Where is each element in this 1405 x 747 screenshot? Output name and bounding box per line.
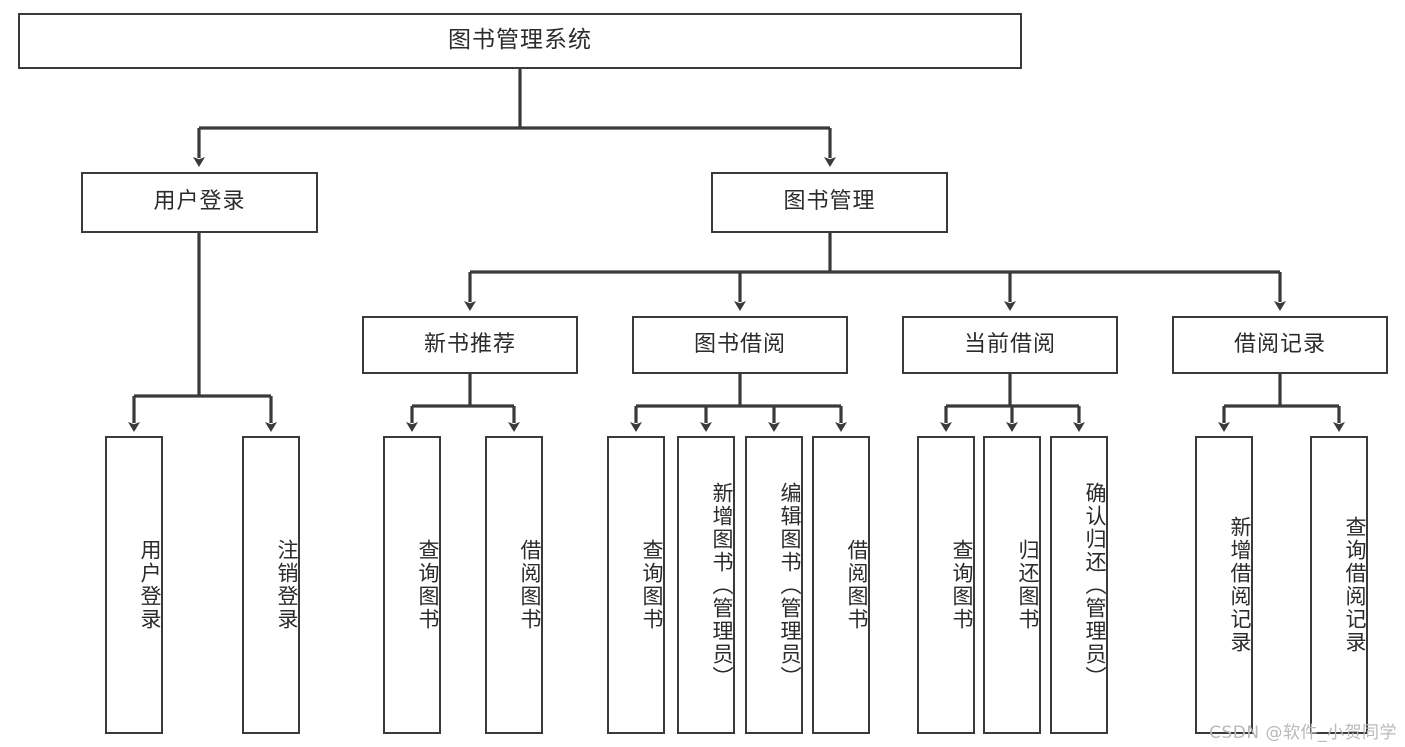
node-label: 归还图书 bbox=[1016, 539, 1040, 631]
node-new-book-recommend[interactable]: 新书推荐 bbox=[362, 316, 578, 374]
leaf-user-login[interactable]: 用户登录 bbox=[105, 436, 163, 734]
leaf-newbook-borrow-book[interactable]: 借阅图书 bbox=[485, 436, 543, 734]
leaf-record-add[interactable]: 新增借阅记录 bbox=[1195, 436, 1253, 734]
node-label: 注销登录 bbox=[275, 539, 299, 631]
node-label: 查询图书 bbox=[950, 539, 974, 631]
watermark: CSDN @软件_小贺同学 bbox=[1209, 723, 1397, 743]
leaf-current-query-book[interactable]: 查询图书 bbox=[917, 436, 975, 734]
node-label: 编辑图书（管理员） bbox=[778, 481, 802, 689]
leaf-current-return-book[interactable]: 归还图书 bbox=[983, 436, 1041, 734]
node-label: 图书借阅 bbox=[693, 331, 786, 357]
node-label: 当前借阅 bbox=[963, 331, 1056, 357]
node-label: 用户登录 bbox=[153, 189, 246, 215]
leaf-logout[interactable]: 注销登录 bbox=[242, 436, 300, 734]
leaf-record-query[interactable]: 查询借阅记录 bbox=[1310, 436, 1368, 734]
node-label: 新书推荐 bbox=[423, 331, 516, 357]
node-borrow-record[interactable]: 借阅记录 bbox=[1172, 316, 1388, 374]
leaf-borrow-add-book[interactable]: 新增图书（管理员） bbox=[677, 436, 735, 734]
leaf-borrow-query-book[interactable]: 查询图书 bbox=[607, 436, 665, 734]
node-label: 查询借阅记录 bbox=[1343, 516, 1367, 654]
node-label: 查询图书 bbox=[416, 539, 440, 631]
node-current-borrow[interactable]: 当前借阅 bbox=[902, 316, 1118, 374]
node-user-login[interactable]: 用户登录 bbox=[81, 172, 318, 233]
node-label: 借阅图书 bbox=[518, 539, 542, 631]
node-root-system[interactable]: 图书管理系统 bbox=[18, 13, 1022, 69]
node-label: 确认归还（管理员） bbox=[1083, 481, 1107, 689]
leaf-borrow-borrow-book[interactable]: 借阅图书 bbox=[812, 436, 870, 734]
node-label: 新增借阅记录 bbox=[1228, 516, 1252, 654]
leaf-newbook-query-book[interactable]: 查询图书 bbox=[383, 436, 441, 734]
leaf-borrow-edit-book[interactable]: 编辑图书（管理员） bbox=[745, 436, 803, 734]
node-label: 图书管理 bbox=[783, 189, 876, 215]
node-label: 新增图书（管理员） bbox=[710, 481, 734, 689]
node-label: 借阅图书 bbox=[845, 539, 869, 631]
node-label: 查询图书 bbox=[640, 539, 664, 631]
node-book-borrow[interactable]: 图书借阅 bbox=[632, 316, 848, 374]
node-label: 用户登录 bbox=[138, 539, 162, 631]
node-label: 图书管理系统 bbox=[448, 27, 592, 54]
leaf-current-confirm-return[interactable]: 确认归还（管理员） bbox=[1050, 436, 1108, 734]
node-label: 借阅记录 bbox=[1233, 331, 1326, 357]
node-book-management[interactable]: 图书管理 bbox=[711, 172, 948, 233]
